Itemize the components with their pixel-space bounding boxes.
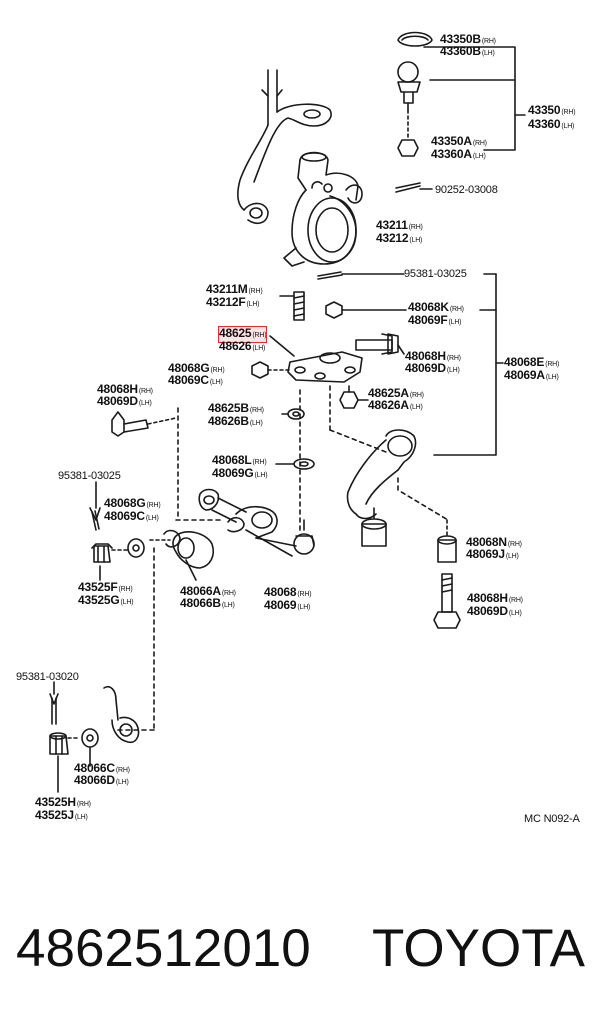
label-43360[interactable]: 43360(LH) — [528, 117, 575, 131]
bolt-vertical-part — [433, 573, 461, 629]
label-48066A[interactable]: 48066A(RH) — [180, 584, 236, 598]
label-43360B[interactable]: 43360B(LH) — [440, 44, 495, 58]
label-43525G[interactable]: 43525G(LH) — [78, 593, 134, 607]
label-48068[interactable]: 48068(RH) — [264, 585, 312, 599]
label-95381-03020[interactable]: 95381-03020 — [16, 671, 79, 683]
label-43212[interactable]: 43212(LH) — [376, 231, 423, 245]
footer-caption: 4862512010 TOYOTA — [0, 918, 600, 988]
label-48068H-left[interactable]: 48068H(RH) — [97, 382, 153, 396]
snap-ring-part — [397, 31, 433, 47]
label-48068E[interactable]: 48068E(RH) — [504, 355, 560, 369]
label-43350A[interactable]: 43350A(RH) — [431, 134, 487, 148]
hex-nut-part — [325, 301, 343, 319]
label-48625A[interactable]: 48625A(RH) — [368, 386, 424, 400]
label-43525H[interactable]: 43525H(RH) — [35, 795, 91, 809]
label-48066D[interactable]: 48066D(LH) — [74, 773, 129, 787]
lower-arm-part — [346, 429, 417, 547]
label-48625B[interactable]: 48625B(RH) — [208, 401, 264, 415]
label-48626A[interactable]: 48626A(LH) — [368, 398, 423, 412]
stud-bolt-part — [279, 291, 305, 321]
stopper-plate-part — [269, 335, 363, 383]
label-48069D-left[interactable]: 48069D(LH) — [97, 394, 152, 408]
bolt-part — [355, 333, 405, 355]
label-48069[interactable]: 48069(LH) — [264, 598, 311, 612]
nut-bottom-part — [81, 728, 99, 767]
label-95381-03025-left[interactable]: 95381-03025 — [58, 470, 121, 482]
label-43525F[interactable]: 43525F(RH) — [78, 580, 133, 594]
label-48066C[interactable]: 48066C(RH) — [74, 761, 130, 775]
cotter-pin-part — [395, 182, 421, 193]
cotter-pin-bottom-part — [49, 693, 59, 725]
diagram-code: MC N092-A — [524, 813, 580, 825]
castle-nut-left-part — [91, 543, 113, 563]
label-43212F[interactable]: 43212F(LH) — [206, 295, 260, 309]
label-48069F[interactable]: 48069F(LH) — [408, 313, 462, 327]
label-48068H-right[interactable]: 48068H(RH) — [467, 591, 523, 605]
label-48069G[interactable]: 48069G(LH) — [212, 466, 268, 480]
steering-knuckle-part — [283, 151, 363, 267]
label-48068H-center[interactable]: 48068H(RH) — [405, 349, 461, 363]
label-48066B[interactable]: 48066B(LH) — [180, 596, 235, 610]
label-48069D-right[interactable]: 48069D(LH) — [467, 604, 522, 618]
washer-part — [281, 408, 305, 420]
label-48625-highlighted[interactable]: 48625(RH) — [217, 326, 268, 343]
label-48068G-lower[interactable]: 48068G(RH) — [104, 496, 161, 510]
washer-part-2 — [275, 458, 315, 470]
nut-left-part — [127, 538, 145, 558]
label-43350B[interactable]: 43350B(RH) — [440, 32, 496, 46]
label-48069J[interactable]: 48069J(LH) — [466, 547, 519, 561]
cotter-pin-small-part — [317, 271, 343, 280]
castle-nut-bottom-part — [49, 732, 69, 755]
nut-part — [251, 361, 269, 379]
long-bolt-part — [111, 411, 177, 437]
cotter-pin-left-part — [89, 507, 101, 531]
strut-rod-end-part — [103, 685, 140, 744]
label-90252-03008[interactable]: 90252-03008 — [435, 184, 498, 196]
brand-name: TOYOTA — [372, 919, 586, 978]
castle-nut-part — [397, 109, 419, 157]
label-48626B[interactable]: 48626B(LH) — [208, 414, 263, 428]
label-95381-03025-top[interactable]: 95381-03025 — [404, 268, 467, 280]
part-number: 4862512010 — [16, 919, 311, 978]
label-48068G-upper[interactable]: 48068G(RH) — [168, 361, 225, 375]
label-43360A[interactable]: 43360A(LH) — [431, 147, 486, 161]
ball-joint-part — [397, 61, 421, 111]
sleeve-part — [437, 535, 457, 563]
strut-tower-part — [237, 69, 332, 225]
label-48068K[interactable]: 48068K(RH) — [408, 300, 464, 314]
label-48069C-lower[interactable]: 48069C(LH) — [104, 509, 159, 523]
label-48069A[interactable]: 48069A(LH) — [504, 368, 559, 382]
small-bolt-part — [339, 385, 369, 409]
label-43211M[interactable]: 43211M(RH) — [206, 282, 263, 296]
label-48068L[interactable]: 48068L(RH) — [212, 453, 267, 467]
label-43525J[interactable]: 43525J(LH) — [35, 808, 88, 822]
label-48069D-center[interactable]: 48069D(LH) — [405, 361, 460, 375]
strut-rod-part — [198, 488, 315, 557]
label-48069C-upper[interactable]: 48069C(LH) — [168, 373, 223, 387]
label-43211[interactable]: 43211(RH) — [376, 218, 423, 232]
label-48626[interactable]: 48626(LH) — [219, 339, 266, 353]
bushing-part — [163, 529, 215, 569]
label-48068N[interactable]: 48068N(RH) — [466, 535, 522, 549]
label-43350[interactable]: 43350(RH) — [528, 103, 576, 117]
